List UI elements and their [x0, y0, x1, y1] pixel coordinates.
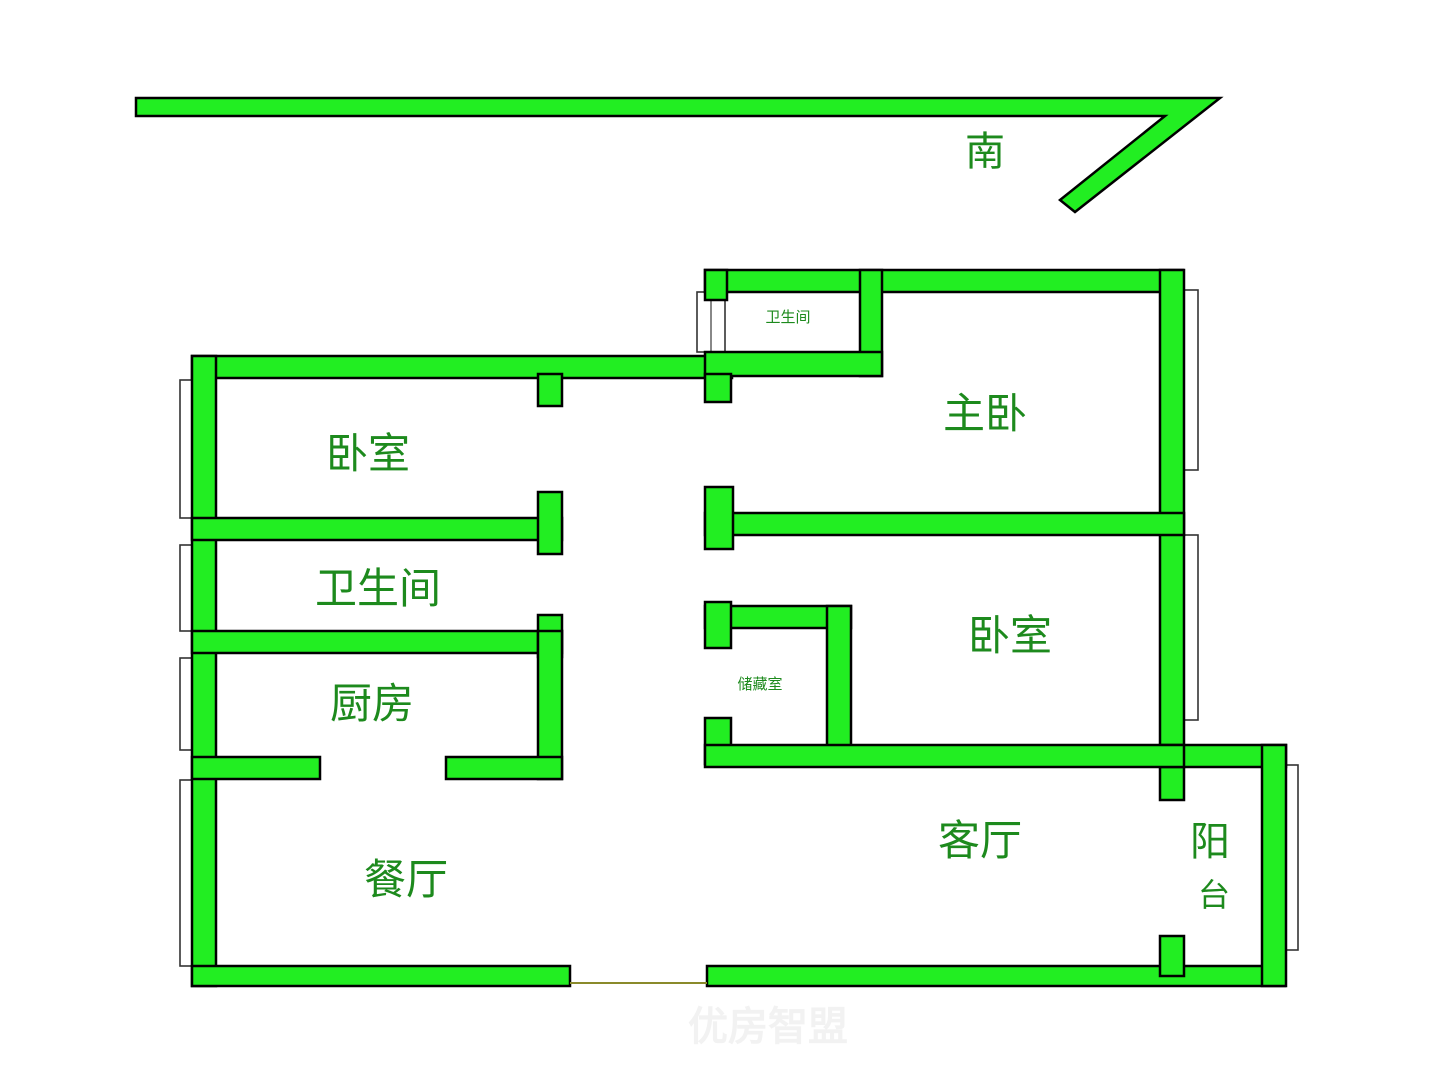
wall-stub-north-left [536, 372, 564, 408]
wall-master-bedroom-south [703, 511, 1186, 537]
wall-kitchen-east [536, 629, 564, 781]
wall-bath-kitchen [190, 629, 564, 655]
wall-south-east [705, 964, 1287, 988]
wall-kitchen-south-right [444, 755, 564, 781]
walls [190, 268, 1288, 988]
compass-direction-label: 南 [965, 129, 1005, 175]
room-label-kitchen: 厨房 [330, 679, 414, 728]
room-labels: 卧室 主卧 卫生间 卫生间 卧室 厨房 储藏室 餐厅 客厅 阳 台 [315, 308, 1230, 914]
wall-balcony-east [1260, 743, 1288, 988]
wall-north-west [190, 354, 734, 380]
wall-small-bath-south [703, 350, 884, 378]
room-label-balcony-top: 阳 [1190, 819, 1230, 865]
room-label-master-bedroom: 主卧 [943, 389, 1027, 438]
wall-small-bath-west [703, 268, 729, 302]
wall-stub-bedroom-door [536, 490, 564, 556]
room-label-dining: 餐厅 [364, 855, 448, 904]
wall-stub-north-right [703, 372, 733, 404]
wall-kitchen-south-left [190, 755, 322, 781]
wall-west [190, 354, 218, 988]
room-label-bathroom: 卫生间 [315, 564, 441, 613]
wall-north-east [703, 268, 1185, 294]
wall-storage-east [825, 604, 853, 754]
room-label-bedroom-west: 卧室 [326, 429, 410, 478]
wall-balcony-stub [1158, 934, 1186, 978]
room-label-small-bathroom: 卫生间 [765, 308, 810, 326]
room-label-storage: 储藏室 [737, 675, 782, 693]
room-label-bedroom-east: 卧室 [968, 611, 1052, 660]
watermark: 优房智盟 [688, 1004, 848, 1050]
wall-stub-master-door [703, 485, 735, 551]
compass-arrow [134, 96, 1224, 214]
room-label-living: 客厅 [938, 816, 1022, 865]
wall-east-bedroom-south [703, 743, 1186, 769]
wall-storage-west-top [703, 600, 733, 650]
room-label-balcony-bottom: 台 [1198, 876, 1230, 914]
wall-south-west [190, 964, 572, 988]
wall-bedroom-bath [190, 516, 564, 542]
